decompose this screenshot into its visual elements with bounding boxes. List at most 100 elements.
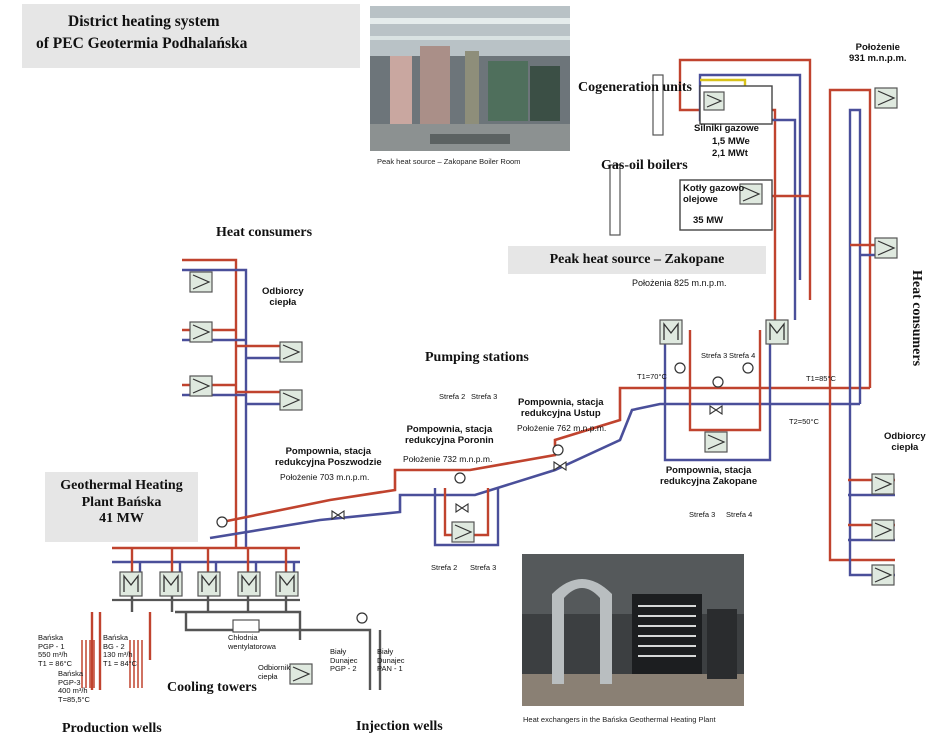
heat-exchanger	[451, 521, 475, 543]
oil-boilers-title: Kotły gazowo olejowe	[683, 183, 745, 205]
top-right-location: Położenie 931 m.n.p.m.	[849, 42, 907, 64]
plate-heat-exchanger-symbol	[279, 574, 295, 592]
odbiorcy-right-label: Odbiorcy ciepła	[884, 431, 926, 453]
pump-symbol	[454, 472, 466, 484]
heat-exchanger	[874, 87, 898, 109]
zone-label: Strefa 2	[431, 563, 458, 572]
temp-label-2: T1=85°C	[806, 374, 836, 383]
heat-exchanger	[289, 663, 313, 685]
return-pipe	[182, 268, 248, 548]
injection-header	[184, 612, 320, 632]
heat-exchanger	[871, 473, 895, 495]
temp-label-3: T2=50°C	[789, 417, 819, 426]
zakopane-loop	[663, 320, 772, 462]
heat-exchanger	[871, 564, 895, 586]
boiler-room-photo	[370, 6, 570, 151]
heat-exchanger-photo	[522, 554, 744, 706]
zone-label: Strefa 3	[470, 563, 497, 572]
zone-label: Strefa 3	[689, 510, 716, 519]
gas-engines-title: Silniki gazowe	[694, 123, 759, 134]
production-wells-label: Production wells	[62, 721, 162, 736]
valve-symbol	[331, 509, 345, 521]
station-zakopane-name: Pompownia, stacja redukcyjna Zakopane	[660, 465, 758, 487]
geothermal-plant-label: Geothermal Heating Plant Bańska 41 MW	[60, 478, 183, 527]
odbiorcy-left-label: Odbiorcy ciepła	[262, 286, 304, 308]
heat-exchanger-caption: Heat exchangers in the Bańska Geothermal…	[523, 715, 716, 724]
injection-well-pan1: Biały Dunajec PAN - 1	[377, 647, 405, 674]
right-consumer-return	[848, 108, 895, 577]
heat-exchanger	[189, 375, 213, 397]
well-pgp1: Bańska PGP - 1 550 m³/h T1 = 86°C	[38, 633, 73, 668]
well-bg2: Bańska BG - 2 130 m³/h T1 = 84°C	[103, 633, 138, 668]
heat-exchanger-symbol	[454, 524, 473, 540]
zakopane-loop	[688, 330, 762, 432]
pump-symbol	[674, 362, 686, 374]
heat-exchanger-symbol	[874, 476, 893, 492]
heat-consumers-right-label: Heat consumers	[909, 270, 924, 367]
station-ustup-elevation: Położenie 762 m.n.p.m.	[517, 423, 607, 433]
heat-receiver-label: Odbiornik ciepła	[258, 663, 291, 681]
pump-symbol	[356, 612, 368, 624]
chimney	[652, 74, 664, 136]
chimney	[609, 164, 621, 236]
station-ustup-name: Pompownia, stacja redukcyjna Ustup	[518, 397, 604, 419]
gas-engines-power-2: 2,1 MWt	[712, 148, 748, 159]
heat-exchanger-symbol	[874, 567, 893, 583]
well-pgp3: Bańska PGP-3 400 m³/h T=85,5°C	[58, 669, 90, 704]
heat-exchanger	[279, 389, 303, 411]
heat-exchanger-symbol	[877, 90, 896, 106]
pump-symbol	[742, 362, 754, 374]
title-box: District heating system of PEC Geotermia…	[22, 4, 360, 68]
heat-exchanger-symbol	[292, 666, 311, 682]
heat-exchanger	[704, 431, 728, 453]
supply-pipe	[182, 258, 238, 548]
zone-label: Strefa 4	[729, 351, 756, 360]
heat-exchanger-symbol	[877, 240, 896, 256]
plate-heat-exchanger-symbol	[769, 322, 785, 340]
injection-wells-label: Injection wells	[356, 719, 443, 734]
heat-exchanger	[189, 271, 213, 293]
cogeneration-label: Cogeneration units	[578, 80, 692, 95]
station-poronin-elevation: Położenie 732 m.n.p.m.	[403, 454, 493, 464]
zone-label: Strefa 4	[726, 510, 753, 519]
plate-heat-exchanger-symbol	[663, 322, 679, 340]
pump-symbol	[216, 516, 228, 528]
geothermal-plant-box: Geothermal Heating Plant Bańska 41 MW	[45, 472, 198, 542]
heat-exchanger-symbol	[192, 274, 211, 290]
valve-symbol	[709, 404, 723, 416]
main-return-pipe	[209, 402, 860, 540]
station-poszwodzie-name: Pompownia, stacja redukcyjna Poszwodzie	[275, 446, 382, 468]
title-line-1: District heating system	[68, 13, 220, 30]
heat-exchanger-symbol	[282, 392, 301, 408]
peak-heat-source-box: Peak heat source – Zakopane	[508, 246, 766, 274]
boiler-room-caption: Peak heat source – Zakopane Boiler Room	[377, 157, 521, 166]
zone-label: Strefa 3	[471, 392, 498, 401]
peak-location-label: Położenia 825 m.n.p.m.	[632, 278, 727, 288]
heat-exchanger-symbol	[874, 522, 893, 538]
plate-heat-exchanger-symbol	[123, 574, 139, 592]
heat-exchanger	[874, 237, 898, 259]
station-poszwodzie-elevation: Położenie 703 m.n.p.m.	[280, 472, 370, 482]
zone-label: Strefa 2	[439, 392, 466, 401]
cooling-fan-label: Chłodnia wentylatorowa	[228, 633, 276, 651]
heat-exchanger	[739, 183, 763, 205]
title-line-2: of PEC Geotermia Podhalańska	[36, 35, 248, 52]
oil-boilers-power: 35 MW	[693, 215, 724, 226]
heat-exchanger-symbol	[706, 94, 723, 108]
peak-supply	[678, 58, 812, 320]
temp-label-1: T1=70°C	[637, 372, 667, 381]
heat-exchanger	[871, 519, 895, 541]
station-loop	[433, 488, 500, 547]
right-consumer-supply	[828, 88, 895, 562]
gas-oil-boilers-label: Gas-oil boilers	[601, 158, 688, 173]
gas-engines-power-1: 1,5 MWe	[712, 136, 750, 147]
cooling-towers-label: Cooling towers	[167, 680, 257, 695]
cooling-tower-unit	[232, 619, 260, 633]
injection-pipe	[320, 628, 372, 690]
valve-symbol	[553, 460, 567, 472]
main-supply-pipe	[221, 386, 870, 524]
heat-exchanger-symbol	[742, 186, 761, 202]
plate-heat-exchanger-symbol	[241, 574, 257, 592]
